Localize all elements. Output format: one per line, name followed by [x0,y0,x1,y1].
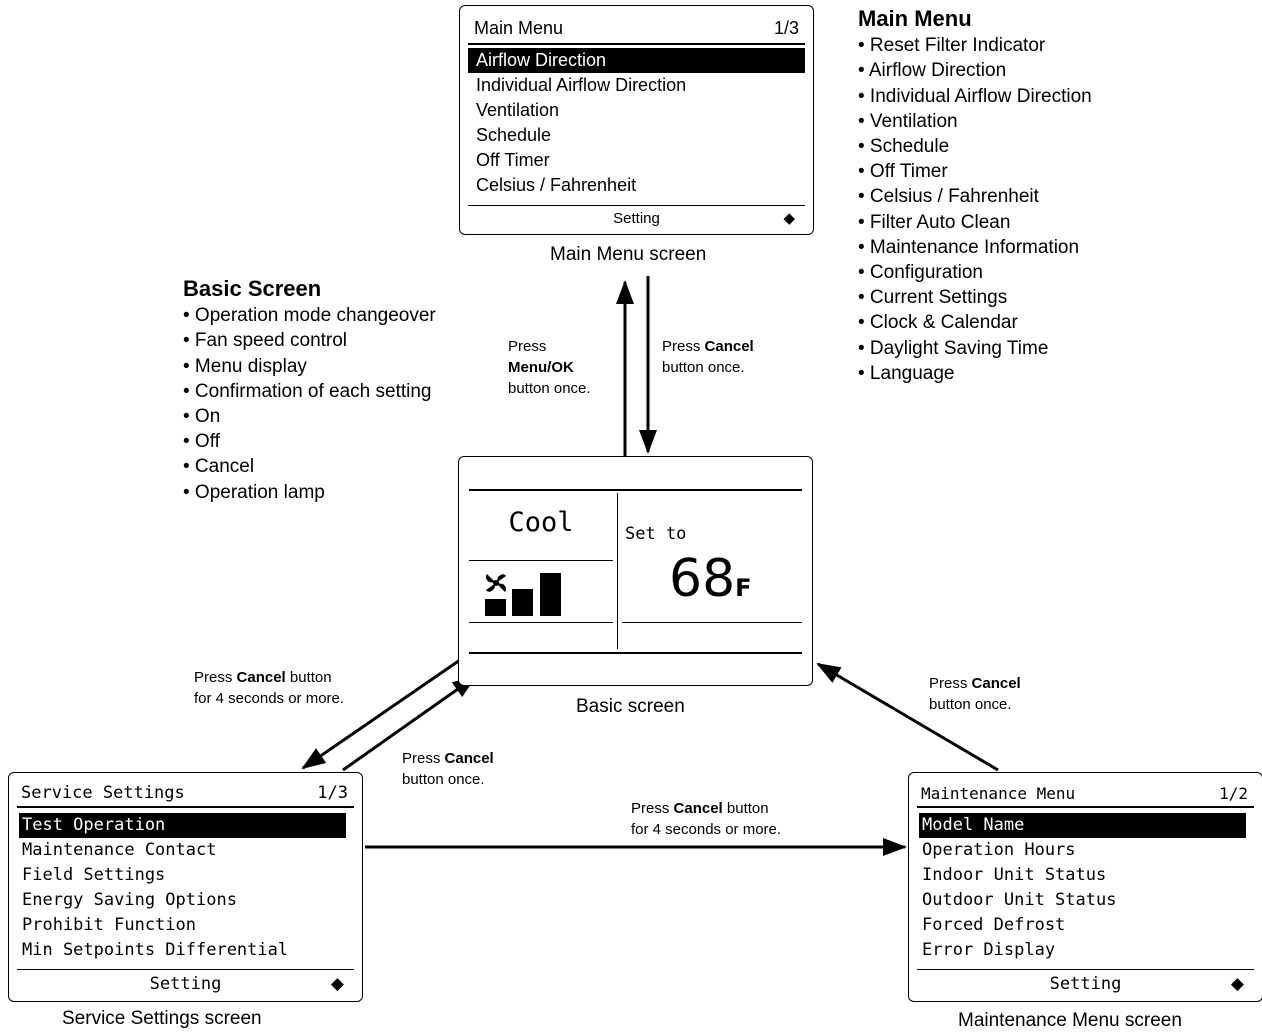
list-item: • Menu display [183,355,307,377]
fan-bar-high [540,573,561,616]
set-temperature: 68F [669,549,752,609]
menu-item[interactable]: Field Settings [22,865,166,885]
menu-item[interactable]: Airflow Direction [468,48,805,73]
basic-screen-feature-list: Basic Screen • Operation mode changeover… [183,276,436,505]
list-item: • Ventilation [858,110,958,132]
list-item: • Current Settings [858,287,1008,309]
menu-item[interactable]: Schedule [476,125,552,145]
menu-item[interactable]: Error Display [922,940,1056,960]
menu-item[interactable]: Prohibit Function [22,915,196,935]
list-title: Basic Screen [183,276,322,301]
operation-mode: Cool [508,507,574,538]
temperature-value: 68 [669,549,736,609]
note-from-service: Press Cancel button once. [402,750,494,788]
maintenance-caption: Maintenance Menu screen [958,1010,1182,1031]
fan-bar-mid [512,589,533,616]
list-item: • Daylight Saving Time [858,337,1049,359]
list-item: • Filter Auto Clean [858,211,1011,233]
list-item: • Operation mode changeover [183,305,436,327]
main-menu-screen: Main Menu 1/3 Airflow Direction Individu… [459,5,814,235]
menu-item[interactable]: Ventilation [476,100,560,120]
menu-item[interactable]: Celsius / Fahrenheit [476,175,637,195]
list-item: • Schedule [858,136,950,158]
screen-title: Service Settings [21,783,185,803]
menu-item[interactable]: Outdoor Unit Status [922,890,1117,910]
menu-item[interactable]: Test Operation [19,813,346,838]
main-menu-feature-list: Main Menu • Reset Filter Indicator • Air… [858,6,1092,386]
menu-item[interactable]: Indoor Unit Status [922,865,1107,885]
arrow-service-to-basic [342,675,477,772]
list-item: • Language [858,362,955,384]
note-service-to-maintenance: Press Cancel button for 4 seconds or mor… [631,800,782,838]
maintenance-menu-screen: Maintenance Menu 1/2 Model Name Operatio… [908,772,1262,1002]
service-settings-caption: Service Settings screen [62,1008,262,1029]
list-item: • Off Timer [858,161,948,183]
list-item: • Fan speed control [183,330,348,352]
list-item: • Configuration [858,262,983,284]
updown-icon: ◆ [330,973,344,994]
list-item: • Airflow Direction [858,60,1007,82]
list-item: • Celsius / Fahrenheit [858,186,1039,208]
menu-item[interactable]: Off Timer [476,150,550,170]
menu-item[interactable]: Operation Hours [922,840,1076,860]
note-from-maintenance: Press Cancel button once. [929,675,1021,713]
fan-bar-low [485,599,506,616]
list-item: • Maintenance Information [858,236,1080,258]
menu-item[interactable]: Energy Saving Options [22,890,237,910]
screen-title: Maintenance Menu [921,783,1076,803]
temperature-unit: F [735,574,752,602]
footer-label: Setting [1049,973,1122,994]
arrow-basic-to-service [301,658,461,770]
list-item: • On [183,406,221,428]
updown-icon: ◆ [1230,973,1244,994]
screen-title: Main Menu [474,17,564,38]
fan-icon [485,574,507,592]
basic-caption: Basic screen [576,696,685,717]
page-indicator: 1/3 [773,17,799,38]
list-item: • Clock & Calendar [858,312,1018,334]
list-item: • Operation lamp [183,481,325,503]
note-to-main-menu: Press Menu/OK button once. [508,338,591,397]
set-to-label: Set to [625,524,687,544]
list-item: • Off [183,431,220,453]
note-to-service: Press Cancel button for 4 seconds or mor… [194,669,345,707]
service-settings-screen: Service Settings 1/3 Test Operation Main… [8,772,363,1002]
page-indicator: 1/3 [317,783,348,803]
menu-item[interactable]: Min Setpoints Differential [22,940,289,960]
basic-screen: Cool Set to 68F [458,456,813,686]
list-item: • Cancel [183,456,255,478]
main-menu-caption: Main Menu screen [550,244,707,265]
footer-label: Setting [613,209,660,227]
list-item: • Individual Airflow Direction [858,85,1092,107]
menu-item[interactable]: Individual Airflow Direction [476,75,687,95]
menu-item[interactable]: Model Name [919,813,1246,838]
page-indicator: 1/2 [1219,783,1248,803]
menu-item[interactable]: Maintenance Contact [22,840,217,860]
footer-label: Setting [149,973,222,994]
arrow-maint-to-basic [816,662,999,772]
note-from-main-menu: Press Cancel button once. [662,338,754,376]
fan-speed-indicator [485,573,561,616]
list-item: • Reset Filter Indicator [858,35,1046,57]
list-item: • Confirmation of each setting [183,380,432,402]
updown-icon: ◆ [783,210,795,227]
menu-item[interactable]: Forced Defrost [922,915,1066,935]
list-title: Main Menu [858,6,972,31]
